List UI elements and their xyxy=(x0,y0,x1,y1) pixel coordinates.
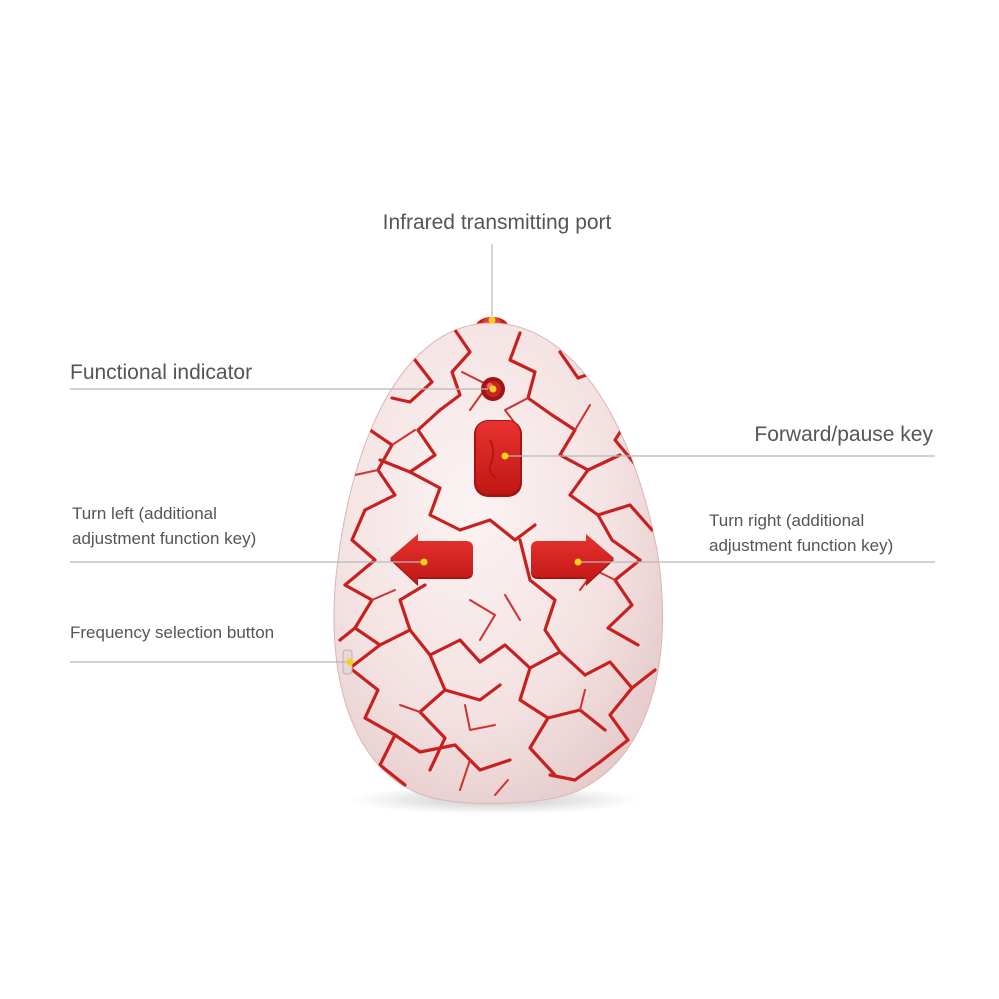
label-turn-left-line1: Turn left (additional xyxy=(72,504,217,523)
callout-dot-indicator xyxy=(489,385,497,393)
callout-dot-frequency xyxy=(346,658,354,666)
callout-dot-turn-right xyxy=(574,558,582,566)
turn-right-button[interactable] xyxy=(531,534,614,586)
label-functional-indicator: Functional indicator xyxy=(70,361,252,384)
label-turn-right-line1: Turn right (additional xyxy=(709,511,864,530)
label-infrared-port: Infrared transmitting port xyxy=(383,211,612,234)
label-turn-left-line2: adjustment function key) xyxy=(72,529,256,548)
turn-left-button[interactable] xyxy=(390,534,473,586)
callout-dot-infrared xyxy=(488,316,496,324)
forward-pause-button[interactable] xyxy=(474,420,522,497)
label-forward-pause: Forward/pause key xyxy=(754,423,933,446)
egg-shell xyxy=(333,322,664,805)
label-frequency-selection: Frequency selection button xyxy=(70,623,274,642)
leader-lines xyxy=(70,244,935,663)
crack-pattern xyxy=(338,328,657,796)
callout-dot-forward xyxy=(501,452,509,460)
label-turn-right-line2: adjustment function key) xyxy=(709,536,893,555)
callout-dots xyxy=(346,316,582,666)
callout-dot-turn-left xyxy=(420,558,428,566)
